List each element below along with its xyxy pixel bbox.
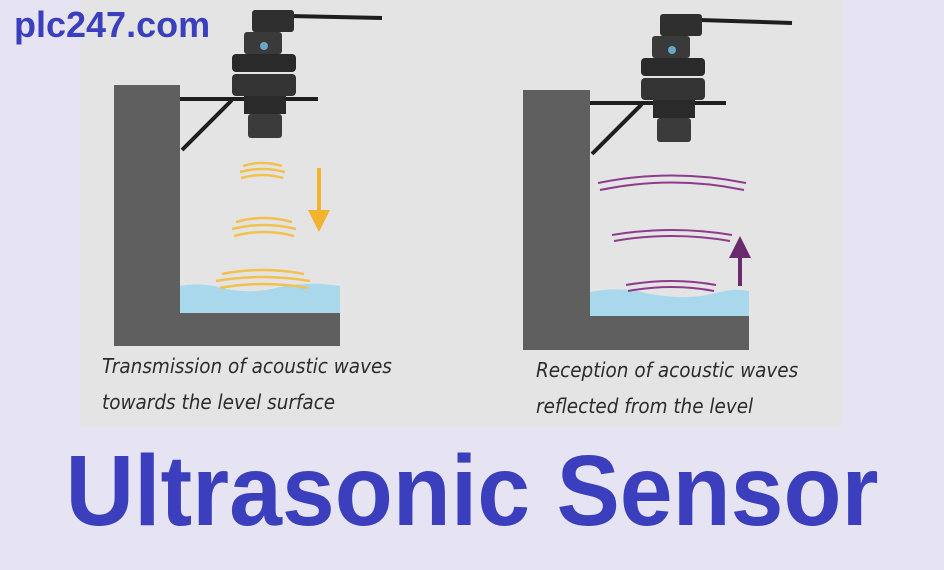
page-title: Ultrasonic Sensor <box>65 435 879 547</box>
water-surface-right <box>590 289 749 316</box>
site-logo: plc247.com <box>14 4 211 45</box>
caption-reception-line1: Reception of acoustic waves <box>536 358 799 382</box>
ultrasonic-sensor-left <box>232 10 383 138</box>
diagram-panel <box>80 0 842 426</box>
tank-left <box>114 85 340 346</box>
transmitted-waves <box>215 161 311 290</box>
ultrasonic-sensor-right <box>641 14 793 142</box>
arrow-up-icon <box>729 236 751 286</box>
caption-transmission-line1: Transmission of acoustic waves <box>102 354 392 378</box>
reflected-waves <box>597 174 747 292</box>
caption-reception-line2: reflected from the level <box>536 394 754 418</box>
arrow-down-icon <box>308 168 330 232</box>
caption-reception: Reception of acoustic waves reflected fr… <box>536 352 798 424</box>
caption-transmission-line2: towards the level surface <box>102 390 336 414</box>
tank-right <box>523 90 749 350</box>
caption-transmission: Transmission of acoustic waves towards t… <box>102 348 392 420</box>
water-surface-left <box>180 283 340 313</box>
